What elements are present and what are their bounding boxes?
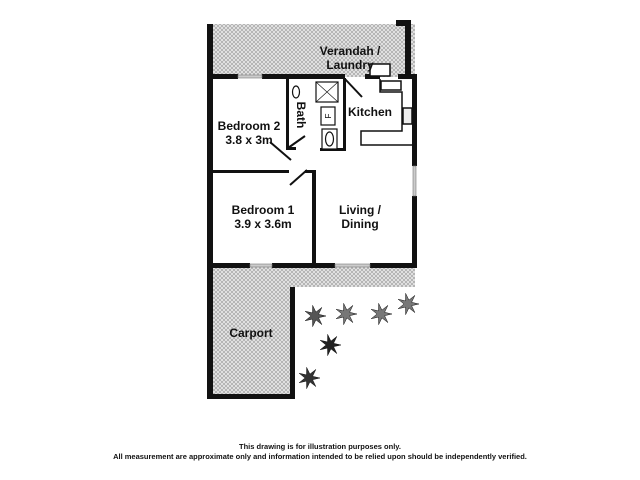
plant-icon: [304, 305, 327, 327]
bedroom1-label: Bedroom 1 3.9 x 3.6m: [218, 203, 308, 231]
carport-area: [210, 267, 292, 397]
living-label: Living / Dining: [325, 203, 395, 231]
disclaimer: This drawing is for illustration purpose…: [0, 442, 640, 462]
kitchen-counter: [360, 63, 413, 146]
verandah-line2: Laundry: [326, 58, 374, 72]
plants: [298, 293, 420, 389]
bath-fixtures: [291, 81, 339, 150]
verandah-line1: Verandah /: [319, 44, 381, 58]
fridge-label: F: [324, 113, 333, 118]
verandah-label: Verandah / Laundry: [305, 44, 395, 72]
plant-icon: [335, 303, 358, 325]
kitchen-label: Kitchen: [347, 105, 392, 119]
bedroom1-size: 3.9 x 3.6m: [234, 217, 292, 231]
plant-icon: [370, 303, 393, 325]
living-line2: Dining: [341, 217, 379, 231]
plant-icon: [319, 334, 342, 356]
bedroom2-label: Bedroom 2 3.8 x 3m: [212, 119, 286, 147]
bath-label: Bath: [294, 101, 308, 129]
bedroom1-name: Bedroom 1: [231, 203, 295, 217]
living-line1: Living /: [339, 203, 381, 217]
plant-icon: [397, 293, 420, 315]
disclaimer-line1: This drawing is for illustration purpose…: [239, 442, 401, 451]
plant-icon: [298, 367, 321, 389]
front-strip-area: [292, 267, 415, 287]
doors: [269, 78, 363, 186]
disclaimer-line2: All measurement are approximate only and…: [113, 452, 527, 461]
bedroom2-name: Bedroom 2: [217, 119, 281, 133]
carport-label: Carport: [229, 326, 273, 340]
walls: [207, 20, 417, 399]
bedroom2-size: 3.8 x 3m: [225, 133, 273, 147]
windows: [237, 74, 417, 268]
